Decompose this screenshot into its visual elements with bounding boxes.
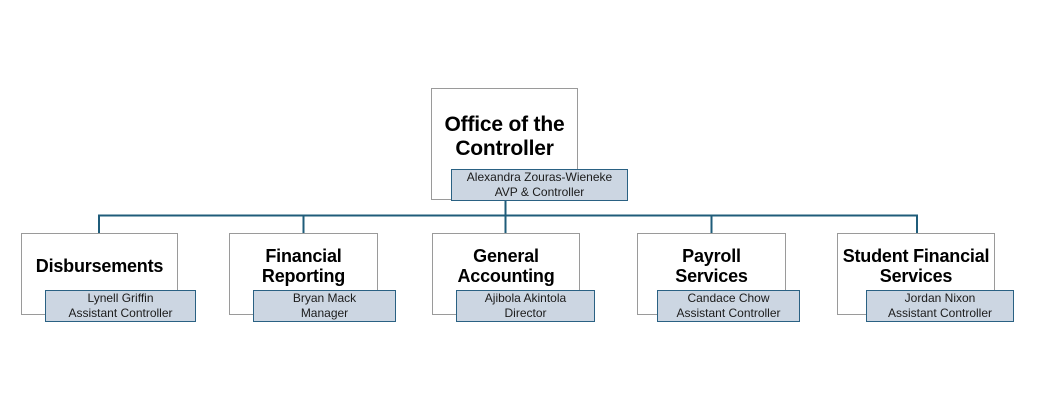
- person-name-child-4: Candace Chow: [687, 290, 770, 305]
- unit-title-child-4-line2: Services: [675, 266, 748, 287]
- unit-title-child-4-line1: Payroll: [682, 246, 741, 266]
- unit-title-child-2-line2: Reporting: [261, 266, 346, 287]
- nameplate-child-2[interactable]: Bryan Mack Manager: [253, 290, 396, 322]
- unit-title-child-4: Payroll Services: [638, 246, 785, 286]
- unit-title-child-3: General Accounting: [433, 246, 579, 286]
- person-name-child-3: Ajibola Akintola: [484, 290, 567, 305]
- nameplate-child-4[interactable]: Candace Chow Assistant Controller: [657, 290, 800, 322]
- person-title-child-5: Assistant Controller: [887, 306, 993, 320]
- person-title-child-3: Director: [504, 306, 547, 320]
- person-title-child-2: Manager: [300, 306, 349, 320]
- unit-title-child-2-line1: Financial: [265, 246, 342, 266]
- unit-title-child-5: Student Financial Services: [838, 246, 994, 286]
- nameplate-root[interactable]: Alexandra Zouras-Wieneke AVP & Controlle…: [451, 169, 628, 201]
- unit-title-child-3-line1: General: [473, 246, 539, 266]
- unit-title-child-3-line2: Accounting: [457, 266, 555, 287]
- nameplate-child-1[interactable]: Lynell Griffin Assistant Controller: [45, 290, 196, 322]
- unit-title-child-5-line1: Student Financial: [842, 246, 990, 266]
- unit-title-child-1: Disbursements: [22, 256, 177, 276]
- nameplate-child-3[interactable]: Ajibola Akintola Director: [456, 290, 595, 322]
- unit-title-child-1-line1: Disbursements: [35, 256, 164, 276]
- unit-title-root-line2: Controller: [455, 136, 554, 160]
- person-name-root: Alexandra Zouras-Wieneke: [466, 169, 613, 184]
- unit-title-root-line1: Office of the: [444, 113, 565, 136]
- unit-title-child-5-line2: Services: [879, 266, 953, 287]
- person-name-child-5: Jordan Nixon: [904, 290, 976, 305]
- unit-title-root: Office of the Controller: [432, 113, 577, 160]
- person-name-child-2: Bryan Mack: [292, 290, 357, 305]
- nameplate-child-5[interactable]: Jordan Nixon Assistant Controller: [866, 290, 1014, 322]
- person-title-child-4: Assistant Controller: [676, 306, 781, 320]
- person-title-child-1: Assistant Controller: [68, 306, 173, 320]
- person-title-root: AVP & Controller: [494, 185, 585, 199]
- unit-title-child-2: Financial Reporting: [230, 246, 377, 286]
- person-name-child-1: Lynell Griffin: [87, 290, 154, 305]
